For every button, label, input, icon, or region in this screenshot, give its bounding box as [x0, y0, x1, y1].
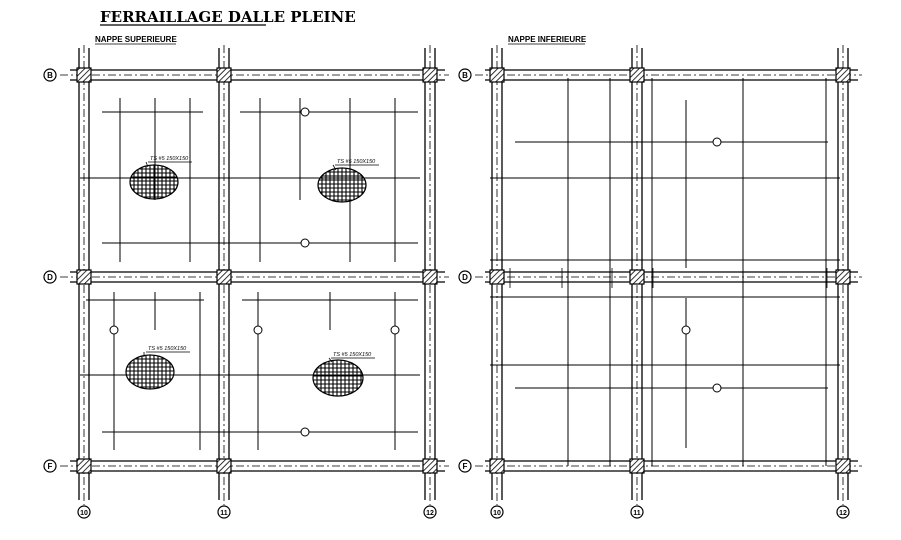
grid-col-bubble: 12 — [423, 505, 437, 519]
column-section — [216, 269, 232, 285]
grid-col-label: 11 — [220, 510, 228, 517]
grid-row-bubble: D — [43, 270, 57, 284]
grid-row-bubble: D — [458, 270, 472, 284]
column-section — [422, 67, 438, 83]
column-section — [629, 458, 645, 474]
mesh-patch: TS #5 150X150 — [125, 346, 190, 390]
drawing-title: FERRAILLAGE DALLE PLEINE — [100, 8, 356, 26]
mesh-note: TS #5 150X150 — [148, 346, 187, 352]
grid-row-bubble: B — [43, 68, 57, 82]
grid-col-bubble: 10 — [77, 505, 91, 519]
mesh-note: TS #5 150X150 — [150, 156, 189, 162]
grid-col-label: 12 — [839, 510, 847, 517]
grid-row-label: F — [463, 462, 468, 471]
grid-col-label: 12 — [426, 510, 434, 517]
grid-row-bubble: F — [43, 459, 57, 473]
column-section — [489, 67, 505, 83]
column-section — [76, 458, 92, 474]
panel-nappe-inferieure: NAPPE INFERIEURE B D F 10 11 12 — [458, 35, 862, 519]
grid-col-label: 11 — [633, 510, 641, 517]
structural-grid: B D F 10 11 12 — [458, 45, 862, 519]
panel-label: NAPPE SUPERIEURE — [95, 35, 177, 44]
grid-row-label: B — [462, 71, 468, 80]
panel-nappe-superieure: NAPPE SUPERIEURE B D F 10 11 12 — [43, 35, 449, 519]
rebar-layout — [80, 98, 420, 450]
panel-label: NAPPE INFERIEURE — [508, 35, 587, 44]
column-section — [76, 269, 92, 285]
mesh-note: TS #5 150X150 — [333, 352, 372, 358]
rebar-layout — [490, 78, 840, 466]
grid-col-label: 10 — [493, 510, 501, 517]
grid-row-label: D — [462, 273, 468, 282]
column-section — [489, 269, 505, 285]
grid-row-label: D — [47, 273, 53, 282]
column-section — [76, 67, 92, 83]
grid-col-bubble: 11 — [217, 505, 231, 519]
grid-row-label: F — [48, 462, 53, 471]
column-section — [835, 67, 851, 83]
grid-row-label: B — [47, 71, 53, 80]
mesh-patch: TS #5 150X150 — [317, 159, 379, 203]
column-section — [216, 458, 232, 474]
grid-row-bubble: B — [458, 68, 472, 82]
column-section — [422, 458, 438, 474]
grid-col-bubble: 12 — [836, 505, 850, 519]
column-section — [422, 269, 438, 285]
column-section — [489, 458, 505, 474]
column-section — [216, 67, 232, 83]
column-section — [835, 458, 851, 474]
mesh-patch: TS #5 150X150 — [312, 352, 375, 397]
grid-col-bubble: 10 — [490, 505, 504, 519]
mesh-note: TS #5 150X150 — [337, 159, 376, 165]
grid-col-label: 10 — [80, 510, 88, 517]
column-section — [629, 269, 645, 285]
grid-row-bubble: F — [458, 459, 472, 473]
grid-col-bubble: 11 — [630, 505, 644, 519]
structural-grid: B D F 10 11 12 — [43, 45, 449, 519]
column-section — [629, 67, 645, 83]
column-section — [835, 269, 851, 285]
